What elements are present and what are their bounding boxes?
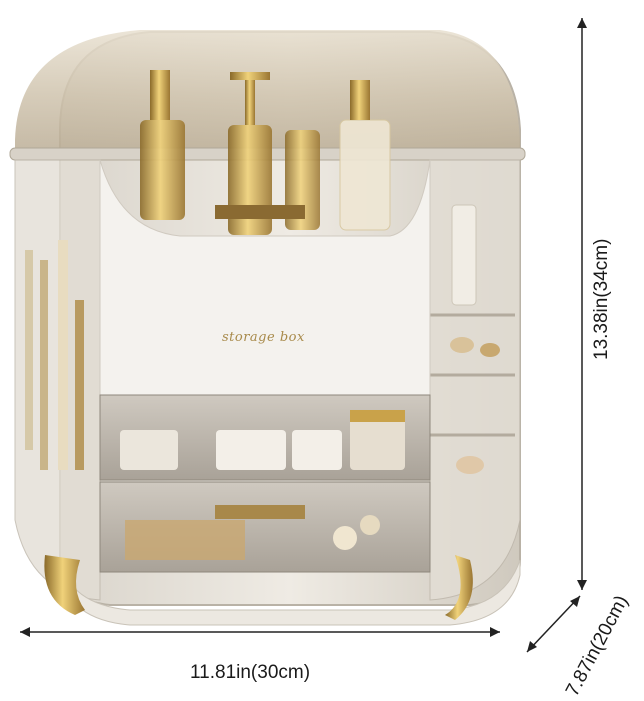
front-panel	[99, 159, 431, 396]
drawer-upper	[99, 394, 431, 481]
depth-dimension-line	[526, 595, 581, 653]
drawer-lower	[99, 481, 431, 573]
height-label: 13.38in(34cm)	[591, 238, 612, 360]
cosmetics-display	[140, 70, 391, 235]
brand-text: storage box	[222, 330, 305, 345]
box-base	[59, 559, 521, 626]
right-side-compartment	[429, 159, 521, 601]
height-dimension-line	[577, 18, 587, 590]
gold-feet	[44, 555, 473, 620]
width-dimension-line	[20, 627, 500, 637]
width-label: 11.81in(30cm)	[190, 662, 311, 683]
left-side-compartment	[14, 159, 101, 601]
